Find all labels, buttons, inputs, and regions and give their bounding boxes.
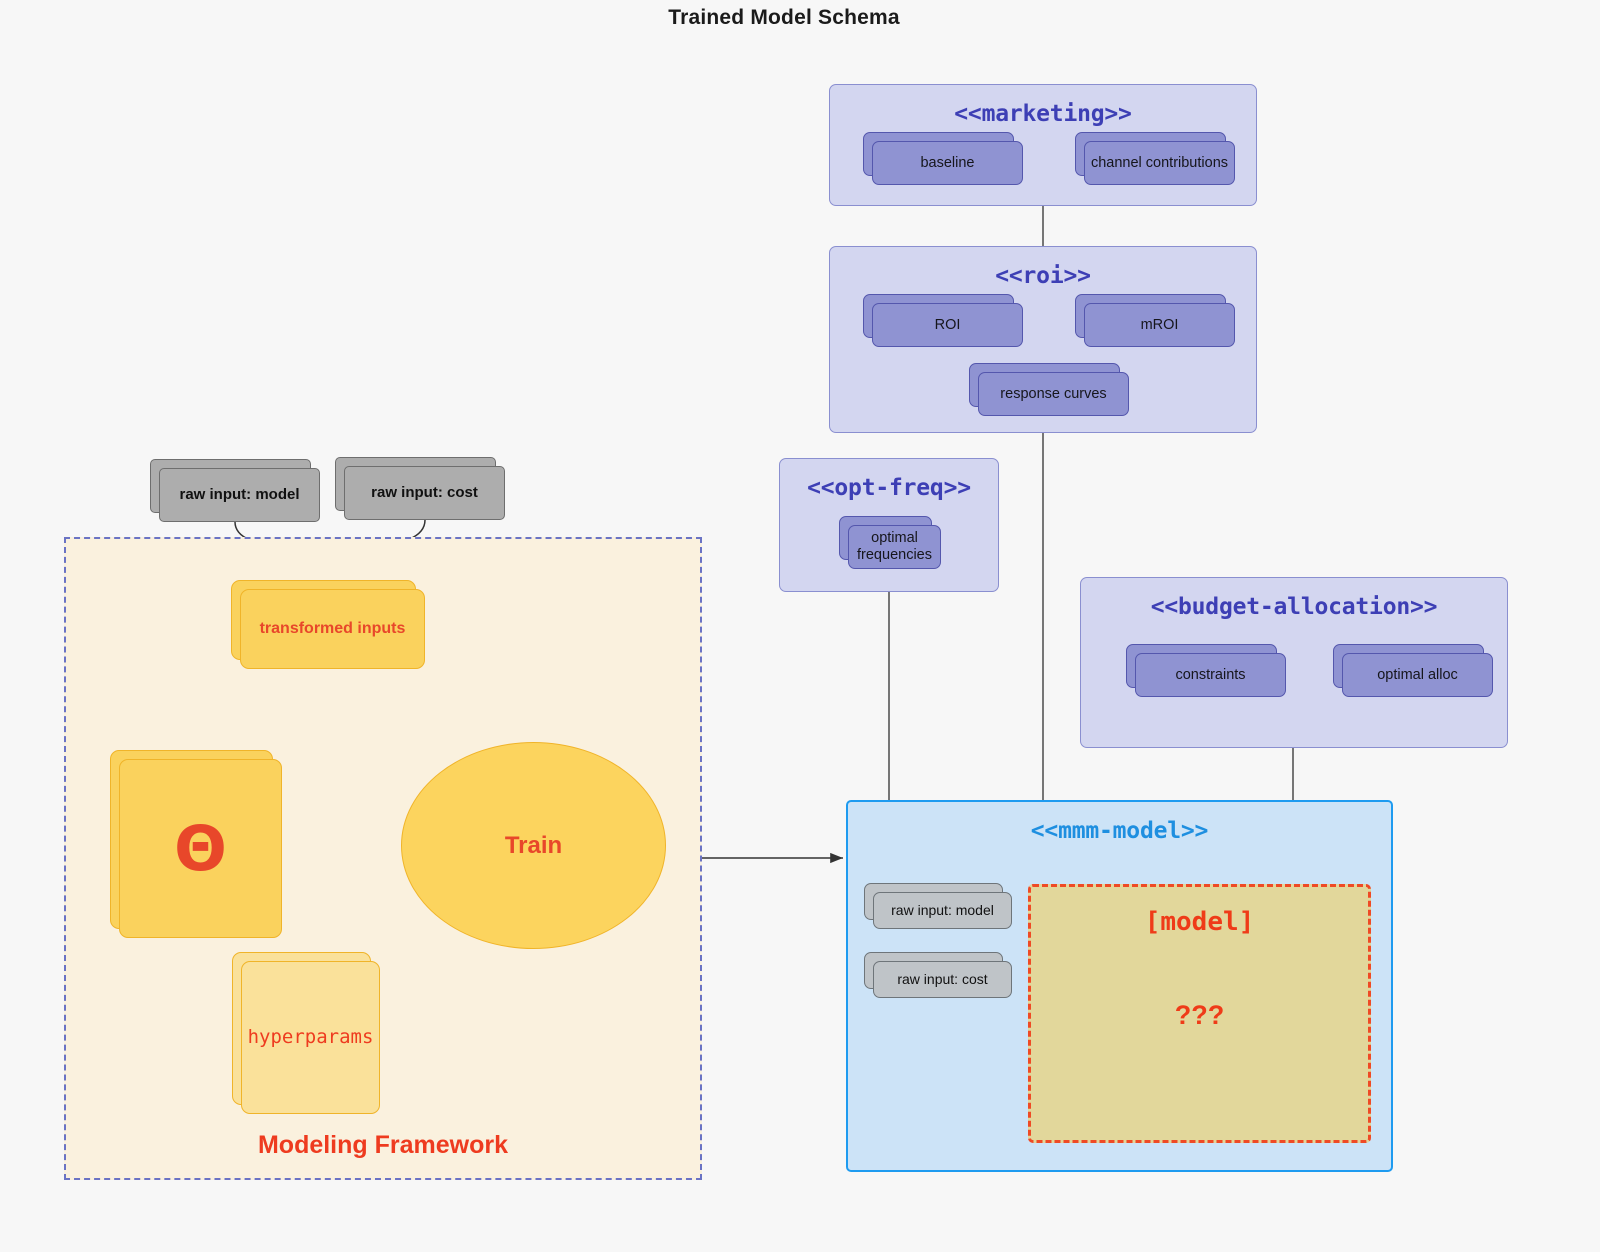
node-response-curves[interactable]: response curves [969, 363, 1129, 416]
node-baseline[interactable]: baseline [863, 132, 1023, 185]
node-theta[interactable]: Θ [110, 750, 282, 938]
node-optimal-alloc[interactable]: optimal alloc [1333, 644, 1493, 697]
node-raw-input-cost-label: raw input: cost [344, 466, 505, 520]
node-transformed-inputs[interactable]: transformed inputs [231, 580, 425, 669]
node-raw-input-cost[interactable]: raw input: cost [335, 457, 505, 520]
node-mmm-raw-input-model-label: raw input: model [873, 892, 1012, 929]
package-opt-freq-title: <<opt-freq>> [807, 475, 971, 501]
model-placeholder-box[interactable]: [model] ??? [1028, 884, 1371, 1143]
node-hyperparams-label: hyperparams [241, 961, 380, 1114]
node-optimal-frequencies-label: optimal frequencies [848, 525, 941, 569]
package-budget-allocation[interactable]: <<budget-allocation>> constraints optima… [1080, 577, 1508, 748]
node-train[interactable]: Train [401, 742, 666, 949]
node-mmm-raw-input-model[interactable]: raw input: model [864, 883, 1012, 929]
node-theta-front: Θ [119, 759, 282, 938]
node-constraints-label: constraints [1135, 653, 1286, 697]
package-roi[interactable]: <<roi>> ROI mROI response curves [829, 246, 1257, 433]
model-placeholder-title: [model] [1144, 907, 1255, 937]
page-title: Trained Model Schema [668, 6, 900, 29]
package-roi-title: <<roi>> [995, 263, 1091, 289]
node-constraints[interactable]: constraints [1126, 644, 1286, 697]
node-channel-contributions[interactable]: channel contributions [1075, 132, 1235, 185]
node-raw-input-model-label: raw input: model [159, 468, 320, 522]
node-mroi[interactable]: mROI [1075, 294, 1235, 347]
node-transformed-inputs-label: transformed inputs [240, 589, 425, 669]
package-opt-freq[interactable]: <<opt-freq>> optimal frequencies [779, 458, 999, 592]
package-mmm-model[interactable]: <<mmm-model>> raw input: model raw input… [846, 800, 1393, 1172]
node-roi[interactable]: ROI [863, 294, 1023, 347]
node-optimal-alloc-label: optimal alloc [1342, 653, 1493, 697]
node-optimal-frequencies[interactable]: optimal frequencies [839, 516, 941, 569]
node-roi-label: ROI [872, 303, 1023, 347]
package-mmm-model-title: <<mmm-model>> [1030, 818, 1209, 844]
node-response-curves-label: response curves [978, 372, 1129, 416]
node-baseline-label: baseline [872, 141, 1023, 185]
package-marketing[interactable]: <<marketing>> baseline channel contribut… [829, 84, 1257, 206]
node-hyperparams[interactable]: hyperparams [232, 952, 380, 1114]
node-mroi-label: mROI [1084, 303, 1235, 347]
model-placeholder-question: ??? [1174, 1000, 1225, 1030]
package-budget-allocation-title: <<budget-allocation>> [1150, 594, 1438, 620]
modeling-framework-label: Modeling Framework [257, 1131, 509, 1159]
node-channel-contributions-label: channel contributions [1084, 141, 1235, 185]
node-mmm-raw-input-cost-label: raw input: cost [873, 961, 1012, 998]
node-mmm-raw-input-cost[interactable]: raw input: cost [864, 952, 1012, 998]
theta-symbol: Θ [174, 811, 227, 885]
package-marketing-title: <<marketing>> [954, 101, 1132, 127]
node-raw-input-model[interactable]: raw input: model [150, 459, 320, 522]
